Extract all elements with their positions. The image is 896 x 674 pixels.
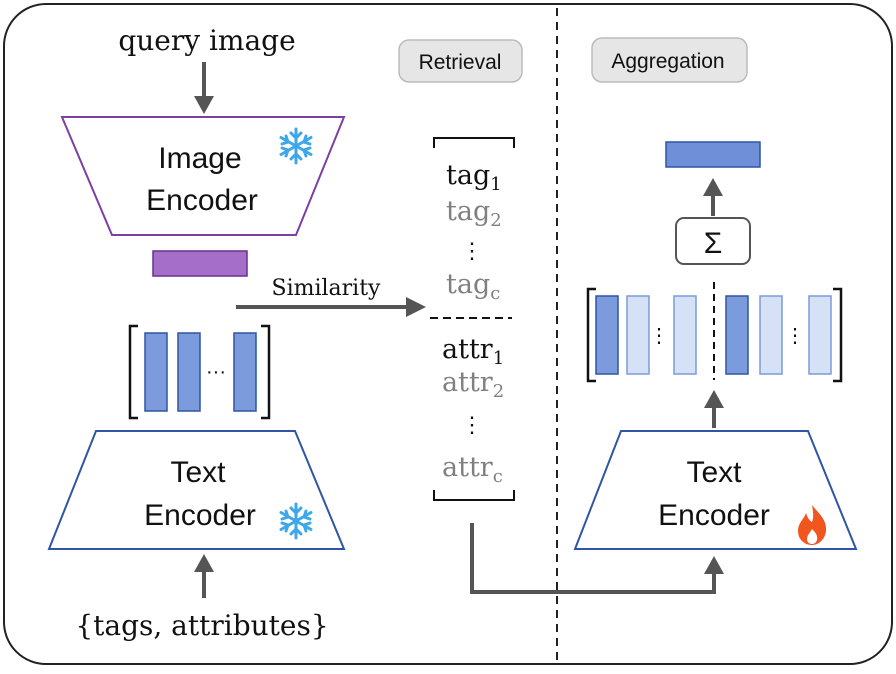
sum-symbol: Σ — [704, 227, 723, 260]
tag-c: tagc — [446, 269, 500, 304]
similarity-arrowhead — [406, 297, 426, 317]
attr-2: attr2 — [442, 367, 504, 402]
aggregated-embedding-light-1 — [626, 295, 650, 375]
image-encoder-label-line1: Image — [158, 142, 241, 175]
arrowhead-output — [703, 178, 723, 196]
arrowhead-embeddings — [704, 390, 724, 408]
attrs-vdots: ⋮ — [461, 413, 483, 438]
aggregated-embedding-light-2 — [673, 295, 697, 375]
snowflake-icon — [279, 127, 313, 165]
flame-icon — [798, 505, 827, 545]
right-vdots-1: ⋮ — [649, 323, 669, 347]
image-embedding — [152, 250, 248, 277]
text-embedding-2 — [177, 332, 201, 412]
retrieval-pill — [398, 39, 523, 83]
text-embedding-1 — [144, 332, 168, 412]
text-embedding-n — [233, 332, 257, 412]
similarity-label: Similarity — [272, 276, 382, 301]
embedding-ellipsis: ··· — [206, 361, 226, 383]
text-encoder-right — [573, 430, 858, 550]
text-encoder-left — [47, 430, 346, 550]
right-bracket-open — [586, 287, 596, 383]
aggregated-embedding-light-4 — [808, 295, 832, 375]
aggregation-label: Aggregation — [611, 50, 724, 73]
connector-retrieval-to-aggregation — [470, 523, 716, 594]
aggregated-embedding-dark-1 — [595, 295, 619, 375]
attr-1: attr1 — [442, 334, 504, 369]
snowflake-icon — [279, 502, 313, 540]
retrieval-label: Retrieval — [419, 51, 502, 74]
output-embedding — [665, 141, 761, 168]
right-bracket-close — [833, 287, 843, 383]
tag-1: tag1 — [446, 160, 502, 195]
text-encoder-right-label-line2: Encoder — [658, 499, 770, 532]
retrieval-bracket-top — [433, 137, 515, 148]
query-image-label: query image — [118, 24, 295, 57]
retrieval-bracket-bottom — [433, 490, 515, 501]
connector-arrowhead — [704, 556, 724, 574]
left-bracket-open — [128, 324, 138, 420]
tags-vdots: ⋮ — [461, 239, 483, 264]
tags-attributes-label: {tags, attributes} — [75, 609, 328, 642]
attr-c: attrc — [442, 452, 503, 487]
right-vdots-2: ⋮ — [785, 323, 805, 347]
aggregation-pill — [591, 37, 748, 83]
aggregated-embedding-light-3 — [759, 295, 783, 375]
text-encoder-left-label-line2: Encoder — [144, 499, 256, 532]
arrowhead-tags — [194, 554, 214, 572]
left-bracket-close — [261, 324, 271, 420]
image-encoder-label-line2: Encoder — [146, 184, 258, 217]
text-encoder-left-label-line1: Text — [170, 456, 226, 489]
tag-2: tag2 — [446, 196, 502, 231]
text-encoder-right-label-line1: Text — [686, 456, 742, 489]
image-encoder — [60, 116, 346, 236]
sum-box — [675, 217, 751, 265]
arrowhead-query — [194, 96, 214, 114]
aggregated-embedding-dark-2 — [725, 295, 749, 375]
